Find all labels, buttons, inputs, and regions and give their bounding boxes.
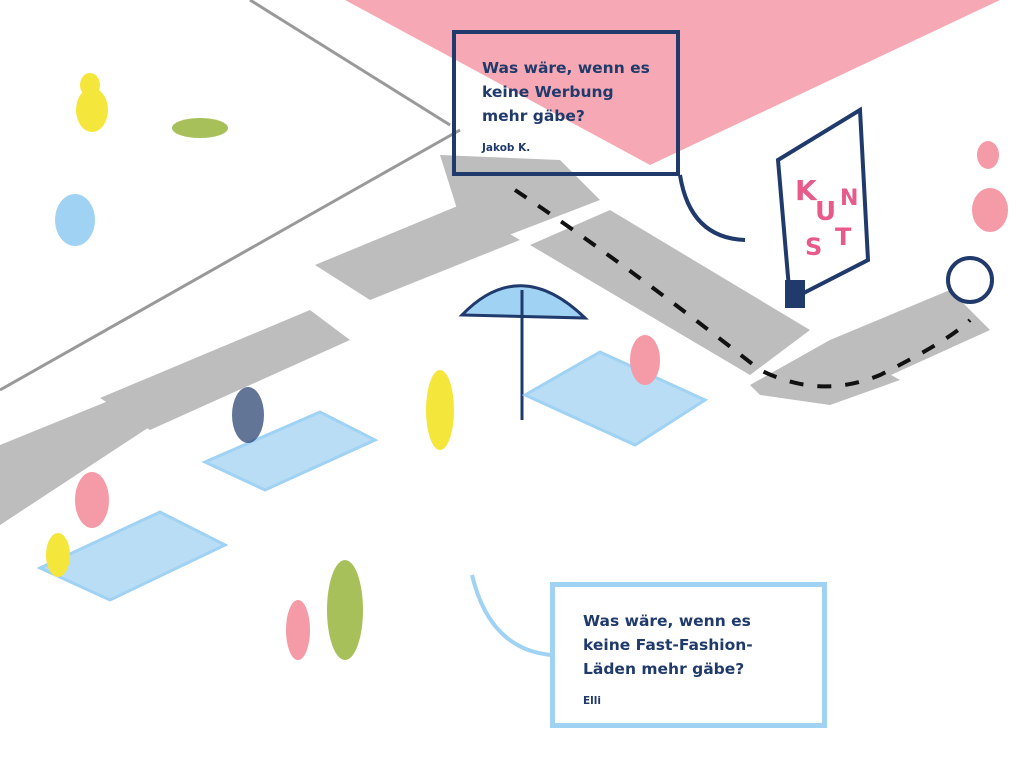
umbrella [458, 284, 589, 420]
bubble-question: Was wäre, wenn es keine Werbung mehr gäb… [482, 59, 650, 125]
dashed-path [513, 188, 972, 389]
bubble-question: Was wäre, wenn es keine Fast-Fashion-Läd… [583, 612, 753, 678]
bubble-author: Elli [583, 695, 601, 707]
bubble-author: Jakob K. [482, 142, 531, 154]
sidewalk [0, 155, 990, 525]
bubble-tail-1 [678, 174, 746, 242]
market-tables [36, 350, 709, 602]
svg-text:K: K [795, 174, 818, 207]
svg-text:N: N [840, 186, 858, 211]
svg-text:S: S [805, 233, 822, 261]
svg-text:T: T [835, 223, 852, 251]
road-edge [249, 0, 451, 127]
cyclist [946, 141, 1008, 304]
svg-text:U: U [815, 197, 836, 227]
bubble-tail-2 [470, 574, 553, 657]
pink-plaza [345, 0, 1000, 165]
speech-bubble-fast-fashion: Was wäre, wenn es keine Fast-Fashion-Läd… [550, 582, 827, 728]
road-edge [0, 128, 461, 392]
speech-bubble-advertising: Was wäre, wenn es keine Werbung mehr gäb… [452, 30, 680, 176]
people [46, 73, 660, 660]
billboard: K U N S T [775, 106, 871, 308]
